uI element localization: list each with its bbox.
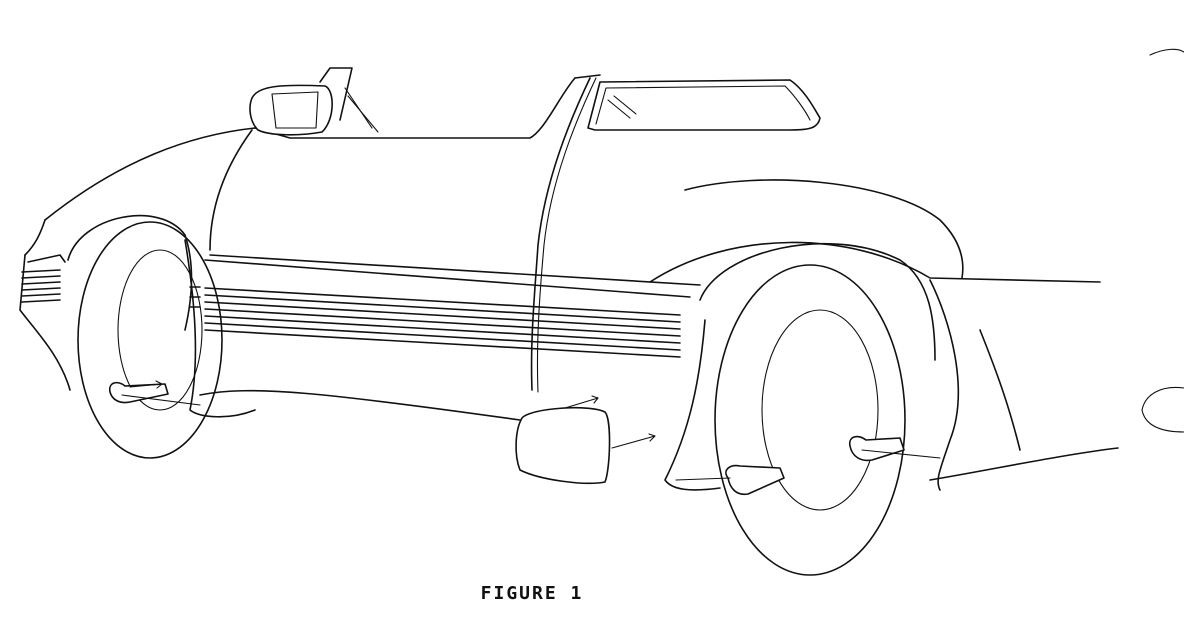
belt-line: [254, 77, 576, 139]
door-seam-2: [536, 77, 597, 393]
front-wheel-arch: [67, 214, 193, 331]
body-side-molding: [189, 286, 681, 358]
mirror-housing: [249, 84, 333, 136]
hood-line: [44, 127, 256, 221]
front-bracket: [108, 380, 201, 406]
front-tire: [77, 221, 223, 459]
flap-to-fender-arrow: [611, 433, 656, 449]
mud-flap-arrow: [564, 395, 599, 409]
rear-window-inner: [595, 85, 811, 125]
rear-bracket-body: [848, 435, 905, 462]
front-splash-guard: [184, 239, 256, 418]
rear-bumper: [929, 447, 1119, 481]
front-bracket-arrow-2: [129, 380, 163, 389]
edge-mark-top: [1149, 48, 1184, 56]
car-body: [19, 67, 1119, 481]
rear-window-glint: [607, 95, 637, 119]
edge-mark-right: [1141, 386, 1184, 433]
front-fender-top: [24, 219, 46, 256]
roof-line: [574, 74, 601, 79]
center-bracket-arrow: [675, 477, 731, 481]
center-bracket: [675, 464, 785, 496]
rear-bracket-arrow: [861, 449, 941, 459]
rear-bracket: [848, 435, 941, 462]
front-bracket-body: [108, 381, 169, 404]
rear-wheel-arch: [699, 242, 936, 361]
front-bracket-arrow: [121, 394, 201, 406]
rear-tire: [714, 264, 906, 576]
rocker-line-2: [204, 259, 691, 298]
rear-rim: [761, 309, 879, 511]
rear-window: [587, 79, 821, 131]
rear-splash-guard-2: [929, 279, 960, 491]
rear-wheel: [664, 242, 960, 576]
front-wheel: [67, 214, 256, 459]
a-pillar-inner-2: [347, 95, 379, 133]
rocker-line: [209, 254, 701, 286]
sill-line: [199, 389, 521, 421]
side-mirror: [249, 84, 333, 136]
front-lip: [27, 254, 66, 263]
front-rim: [117, 249, 203, 411]
rear-body-low: [979, 329, 1021, 451]
a-pillar: [319, 67, 353, 121]
front-grille: [21, 269, 61, 303]
figure-caption: FIGURE 1: [480, 583, 584, 604]
mud-flap-panel: [515, 395, 656, 485]
front-bumper: [19, 254, 71, 391]
front-door-edge: [209, 129, 253, 251]
rear-quarter: [684, 179, 964, 279]
rear-splash-guard: [664, 319, 721, 491]
mud-flap: [515, 406, 611, 485]
center-bracket-body: [725, 464, 785, 496]
mirror-glass: [271, 91, 319, 129]
